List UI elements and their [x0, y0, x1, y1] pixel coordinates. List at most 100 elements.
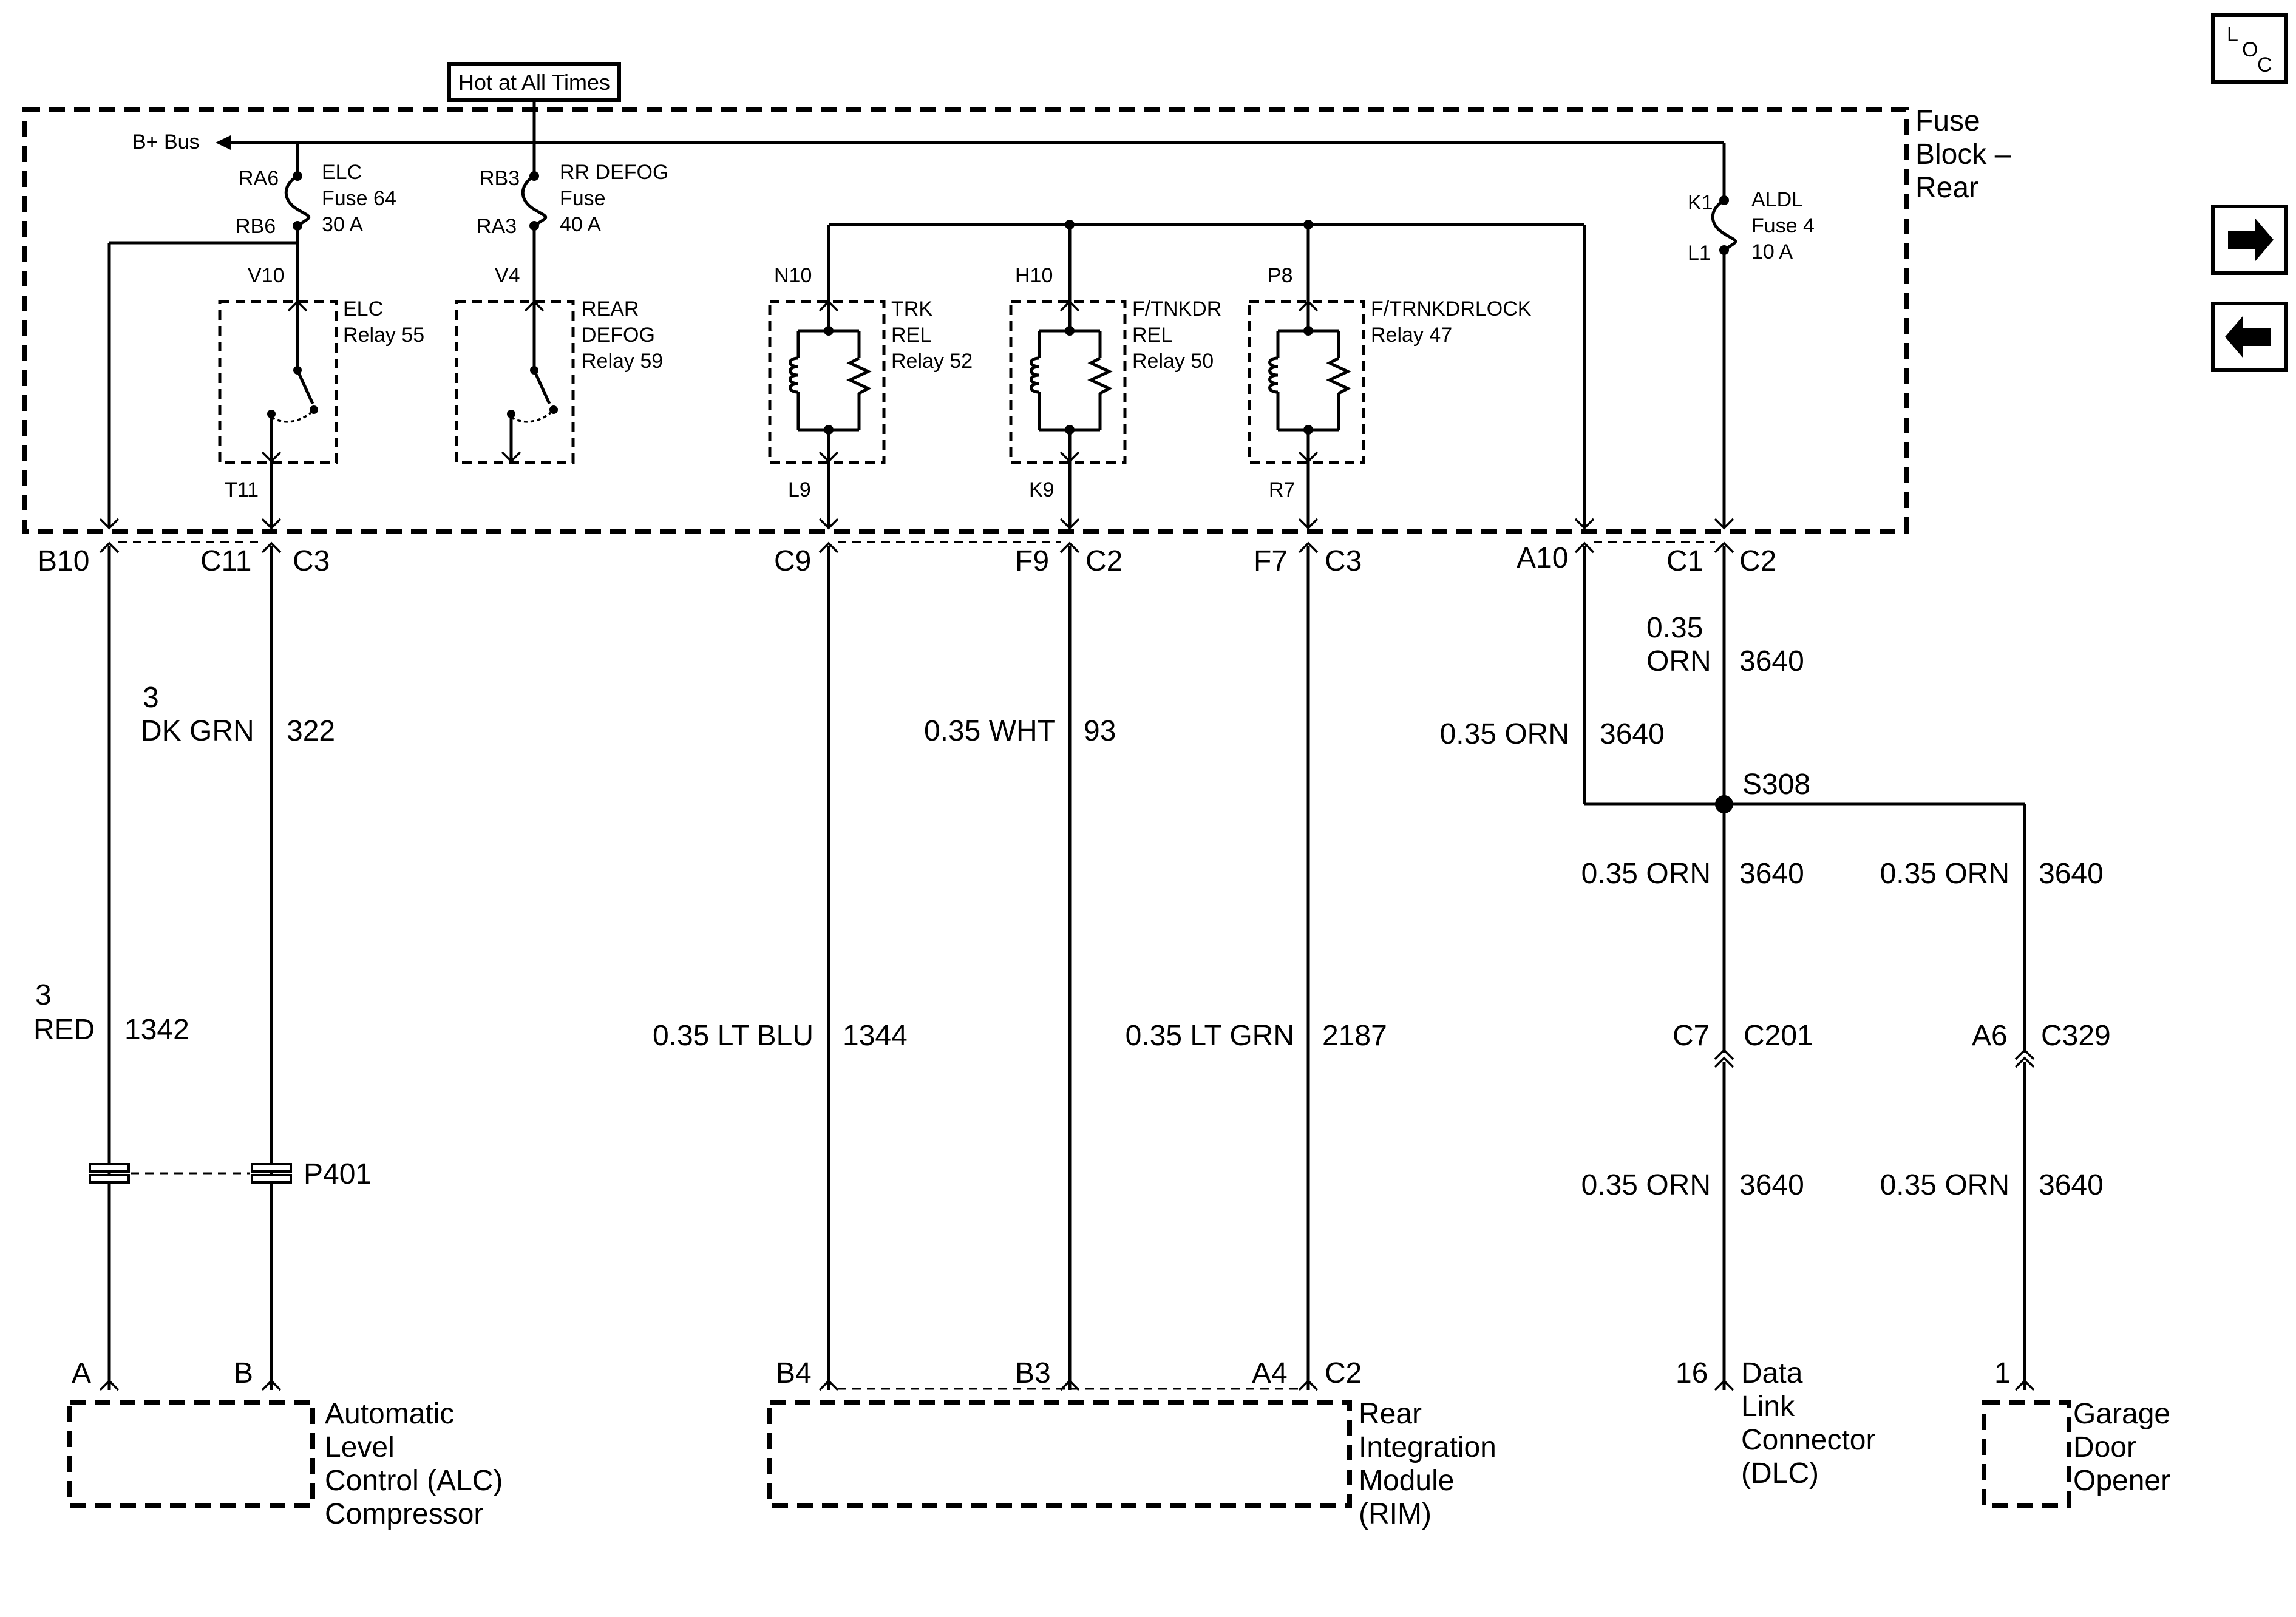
wire-orn-gdo-low-label: 0.35 ORN [1880, 1169, 2009, 1201]
fuse-defog-term-bottom: RA3 [477, 215, 517, 238]
wire-orn-c1-color: ORN [1646, 645, 1711, 677]
c329-name: C329 [2041, 1020, 2111, 1052]
relay-ftnkdr-rel [1009, 299, 1127, 528]
wire-ltgrn-circuit: 2187 [1322, 1020, 1387, 1052]
svg-text:O: O [2242, 38, 2258, 61]
fuse-aldl-line-3: 10 A [1751, 240, 1793, 263]
fuse-elc-line-2: Fuse 64 [322, 187, 396, 210]
relay-defog-line-3: Relay 59 [582, 350, 663, 373]
bplus-arrow-icon [216, 135, 231, 150]
c201-pin: C7 [1673, 1020, 1710, 1052]
c201-name: C201 [1744, 1020, 1813, 1052]
hot-at-all-times-label: Hot at All Times [458, 70, 610, 95]
rim-line-2: Integration [1359, 1431, 1496, 1463]
fuse-elc-line-3: 30 A [322, 213, 363, 236]
relay-trk-line-3: Relay 52 [891, 350, 973, 373]
p401-label: P401 [304, 1158, 372, 1190]
conn-c9: C9 [774, 545, 811, 577]
connector-p401 [89, 1163, 292, 1184]
relay-elc-line-2: Relay 55 [343, 324, 424, 347]
wire-orn-gdo-low-circuit: 3640 [2039, 1169, 2104, 1201]
wire-wht-circuit: 93 [1084, 715, 1116, 747]
alc-line-4: Compressor [325, 1498, 483, 1530]
wire-orn-dlc-low-label: 0.35 ORN [1581, 1169, 1711, 1201]
splice-s308-label: S308 [1742, 768, 1810, 801]
gdo-pin: 1 [1994, 1357, 2011, 1389]
fuse-aldl-term-top: K1 [1688, 191, 1713, 214]
wire-dkgrn-size: 3 [143, 682, 159, 714]
relay-rear-defog [455, 299, 575, 464]
fuse-block-rear [22, 107, 1909, 534]
fuse-aldl-line-1: ALDL [1751, 188, 1803, 211]
dlc-line-4: (DLC) [1741, 1457, 1819, 1490]
fuse-defog-line-2: Fuse [560, 187, 606, 210]
wire-orn-a10-label: 0.35 ORN [1440, 718, 1569, 750]
wire-orn-c1-size: 0.35 [1646, 612, 1703, 644]
fuse-block-title-3: Rear [1915, 172, 1978, 204]
relay-ftrnkdrlock [1248, 299, 1365, 528]
fuse-block-title-1: Fuse [1915, 105, 1980, 137]
connector-c201-marker [1714, 1048, 1734, 1068]
conn-c2-right: C2 [1739, 545, 1776, 577]
fuse-aldl-line-2: Fuse 4 [1751, 214, 1815, 237]
wire-orn-gdo-up-label: 0.35 ORN [1880, 858, 2009, 890]
relay-ftrnkdrlock-top-pin: P8 [1268, 264, 1293, 287]
wire-ltblu-circuit: 1344 [843, 1020, 908, 1052]
alc-compressor-box [67, 1400, 315, 1508]
rim-pin-c2: C2 [1325, 1357, 1362, 1389]
rim-pin-b4: B4 [776, 1357, 812, 1389]
relay-trk-line-2: REL [891, 324, 931, 347]
relay-ftrnkdrlock-line-2: Relay 47 [1371, 324, 1452, 347]
prev-arrow-icon[interactable] [2211, 302, 2288, 372]
svg-text:L: L [2227, 23, 2238, 46]
wire-dkgrn-circuit: 322 [287, 715, 335, 747]
fuse-defog-term-top: RB3 [480, 167, 520, 190]
alc-line-3: Control (ALC) [325, 1465, 503, 1497]
conn-f9: F9 [1015, 545, 1049, 577]
gdo-line-3: Opener [2073, 1465, 2170, 1497]
relay-elc-bottom-pin: T11 [225, 478, 259, 501]
dlc-line-3: Connector [1741, 1424, 1875, 1456]
connector-markers [99, 518, 1734, 554]
relay-ftnkdr-top-pin: H10 [1015, 264, 1053, 287]
wire-dkgrn-color: DK GRN [141, 715, 254, 747]
conn-c2-left: C2 [1085, 545, 1123, 577]
splice-s308-dot [1715, 795, 1733, 813]
dlc-line-1: Data [1741, 1357, 1803, 1389]
relay-ftnkdr-bottom-pin: K9 [1029, 478, 1055, 501]
relay-trk-line-1: TRK [891, 297, 932, 320]
wire-ltgrn-label: 0.35 LT GRN [1126, 1020, 1294, 1052]
wire-orn-gdo-up-circuit: 3640 [2039, 858, 2104, 890]
loc-icon[interactable]: L O C [2211, 13, 2288, 84]
wire-red-circuit: 1342 [124, 1014, 189, 1046]
wire-orn-dlc-up-label: 0.35 ORN [1581, 858, 1711, 890]
fuse-defog-line-1: RR DEFOG [560, 161, 668, 184]
dlc-pin: 16 [1676, 1357, 1708, 1389]
relay-trk-top-pin: N10 [774, 264, 812, 287]
component-terminal-markers [99, 1379, 2035, 1391]
conn-a10: A10 [1517, 542, 1568, 574]
relay-ftrnkdrlock-line-1: F/TRNKDRLOCK [1371, 297, 1532, 320]
bplus-bus-label: B+ Bus [132, 131, 200, 154]
wire-orn-a10-circuit: 3640 [1600, 718, 1665, 750]
wire-wht-label: 0.35 WHT [924, 715, 1055, 747]
rim-line-3: Module [1359, 1465, 1454, 1497]
rim-line-1: Rear [1359, 1398, 1422, 1430]
relay-ftnkdr-line-2: REL [1132, 324, 1172, 347]
fuse-elc-term-top: RA6 [239, 167, 279, 190]
relay-trk-rel [768, 299, 886, 528]
relay-trk-bottom-pin: L9 [788, 478, 811, 501]
gdo-line-2: Door [2073, 1431, 2136, 1463]
relay-defog-line-1: REAR [582, 297, 639, 320]
fuse-elc-line-1: ELC [322, 161, 362, 184]
relay-ftnkdr-line-1: F/TNKDR [1132, 297, 1221, 320]
relay-defog-line-2: DEFOG [582, 324, 655, 347]
rim-line-4: (RIM) [1359, 1498, 1432, 1530]
next-arrow-icon[interactable] [2211, 205, 2288, 275]
relay-ftnkdr-line-3: Relay 50 [1132, 350, 1214, 373]
wire-orn-c1-circuit: 3640 [1739, 645, 1804, 677]
conn-b10: B10 [38, 545, 89, 577]
fuse-block-title-2: Block – [1915, 138, 2011, 171]
conn-c1: C1 [1666, 545, 1703, 577]
